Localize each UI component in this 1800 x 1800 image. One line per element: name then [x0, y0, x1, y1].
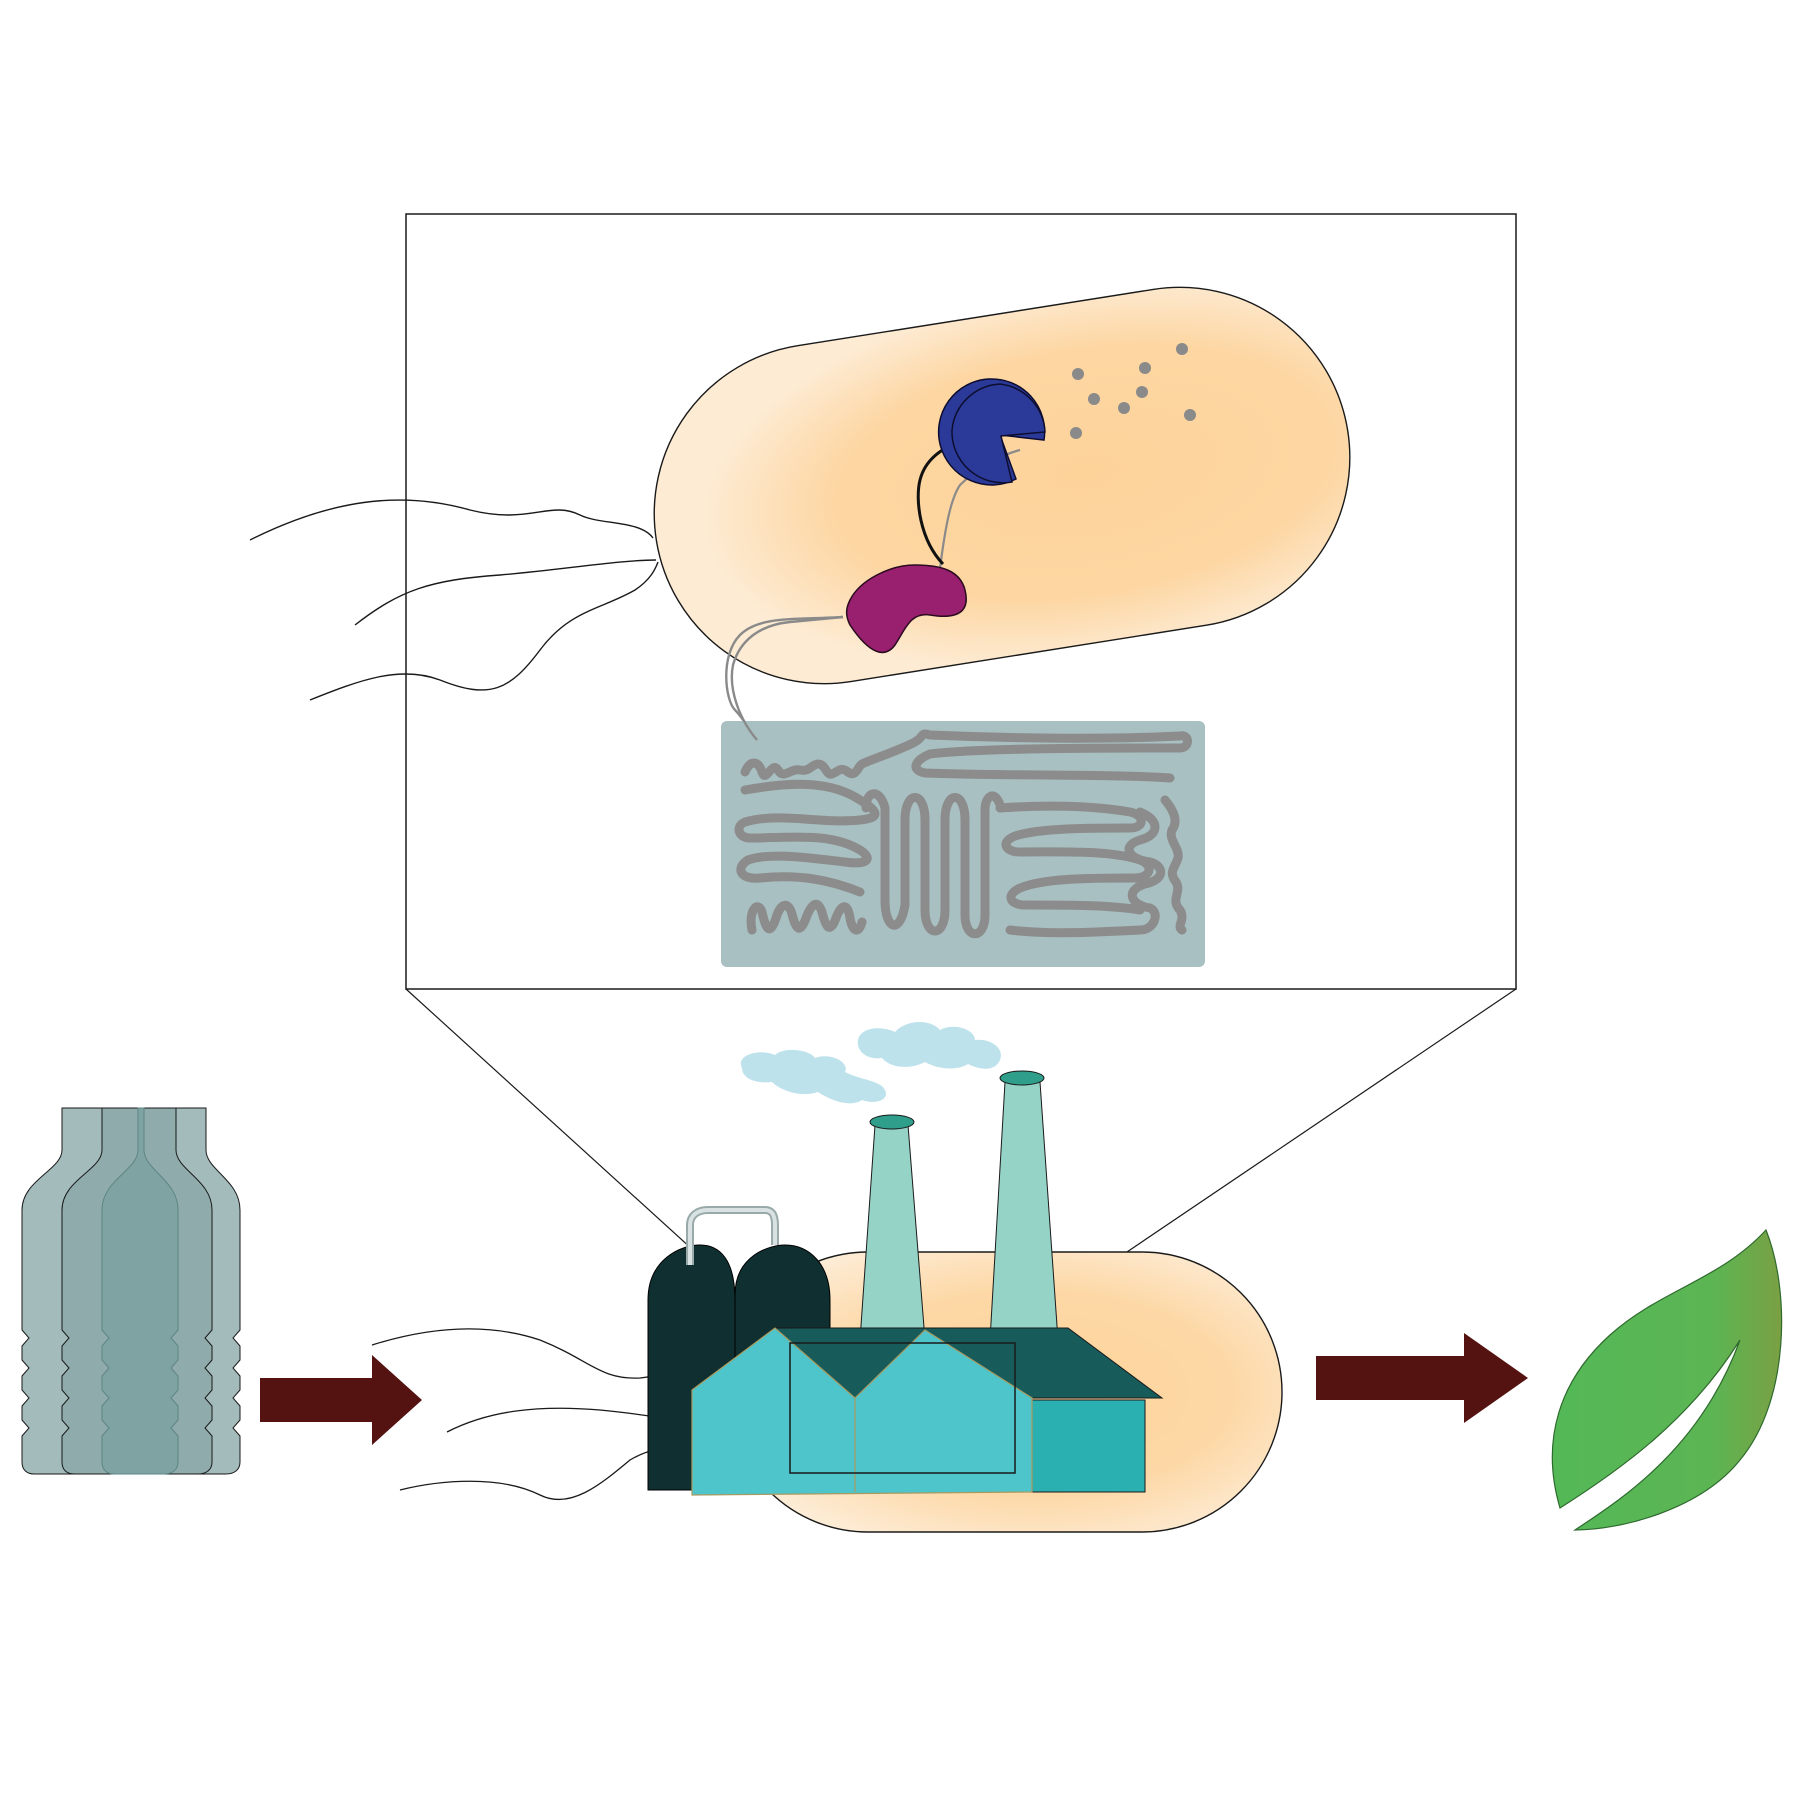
- monomer-dot: [1139, 362, 1151, 374]
- chimney-left-cap: [869, 1114, 915, 1130]
- bacterium-cell-zoomed: [653, 286, 1351, 685]
- bacterium-factory-icon: [371, 1021, 1283, 1533]
- monomer-dot: [1176, 343, 1188, 355]
- purple-enzyme: [845, 564, 967, 654]
- process-arrow-2: [1316, 1333, 1528, 1423]
- leaf-icon: [1551, 1228, 1783, 1531]
- flagella: [249, 499, 659, 701]
- chimney-right-cap: [999, 1070, 1045, 1086]
- monomer-dot: [1070, 427, 1082, 439]
- factory-side-wing: [1029, 1399, 1146, 1493]
- chimney-left: [859, 1124, 926, 1341]
- chimney-right: [989, 1081, 1059, 1341]
- dna-strand: [734, 729, 1192, 939]
- factory-front: [691, 1327, 1033, 1496]
- monomer-dot: [1072, 368, 1084, 380]
- monomer-dot: [1136, 386, 1148, 398]
- monomer-dot: [1184, 409, 1196, 421]
- plastic-bottles-icon: [21, 1107, 241, 1475]
- monomer-dot: [1118, 402, 1130, 414]
- smoke-cloud-right: [857, 1021, 1001, 1069]
- zoomed-bacterium: [249, 286, 1351, 743]
- factory-window-frame: [789, 1342, 1016, 1474]
- bottle-front: [101, 1107, 179, 1475]
- monomer-dot: [1088, 393, 1100, 405]
- smoke-cloud-left: [740, 1049, 886, 1104]
- dna-panel: [721, 615, 1205, 967]
- dna-connect-strand: [730, 615, 844, 741]
- process-arrow-1: [260, 1355, 422, 1445]
- monomer-particles: [1070, 343, 1196, 439]
- zoom-frame: [405, 213, 1517, 990]
- leaf-shape: [1551, 1228, 1783, 1531]
